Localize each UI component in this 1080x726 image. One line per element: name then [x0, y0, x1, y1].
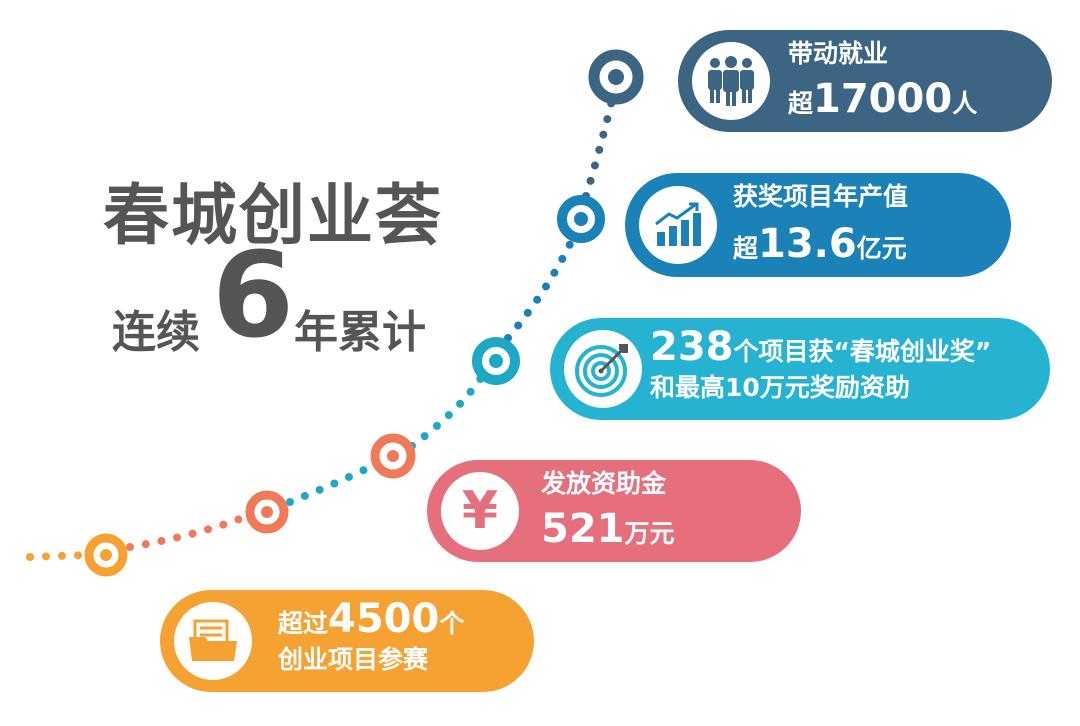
bar-chart-growth-icon: [639, 186, 717, 264]
employment-prefix: 超: [788, 89, 814, 118]
projects-number: 4500: [328, 596, 440, 642]
timeline-node-1: [84, 533, 128, 577]
employment-label: 带动就业: [788, 39, 889, 68]
projects-prefix: 超过: [278, 609, 329, 638]
award-line2-suffix: 万元奖励资助: [759, 373, 910, 402]
stat-employment: 带动就业 超17000人: [678, 30, 1052, 132]
headline-title: 春城创业荟: [103, 177, 443, 254]
employment-value: 超17000人: [788, 76, 977, 122]
timeline-node-5: [557, 195, 605, 243]
award-number: 238: [650, 324, 734, 370]
projects-line1: 超过4500个: [278, 596, 464, 642]
employment-number: 17000: [813, 76, 953, 122]
projects-unit: 个: [439, 609, 465, 638]
funding-label: 发放资助金: [541, 469, 667, 498]
timeline-node-2: [245, 490, 289, 534]
projects-line2: 创业项目参赛: [278, 645, 429, 674]
folder-icon: [174, 602, 252, 680]
stat-funding: ¥ 发放资助金 521万元: [427, 460, 801, 562]
stat-projects: 超过4500个 创业项目参赛: [160, 590, 534, 692]
output-value: 超13.6亿元: [733, 221, 907, 267]
funding-value: 521万元: [541, 506, 675, 552]
people-group-icon: [692, 42, 770, 120]
output-label: 获奖项目年产值: [733, 182, 909, 211]
stat-output: 获奖项目年产值 超13.6亿元: [625, 173, 1011, 277]
funding-unit: 万元: [624, 519, 675, 548]
timeline-dots: [26, 96, 616, 561]
employment-unit: 人: [952, 89, 978, 118]
headline-suffix: 年累计: [294, 307, 426, 358]
award-amount: 10: [725, 373, 760, 402]
output-unit: 亿元: [856, 234, 907, 263]
headline-prefix: 连续: [112, 307, 200, 358]
award-line2: 和最高10万元奖励资助: [650, 373, 910, 403]
timeline-node-3: [370, 433, 416, 479]
target-icon: [564, 330, 642, 408]
timeline-node-6: [588, 49, 644, 105]
award-line2-prefix: 和最高: [650, 373, 726, 402]
timeline-node-4: [472, 337, 520, 385]
yuan-icon: ¥: [441, 472, 519, 550]
output-number: 13.6: [758, 221, 857, 267]
output-prefix: 超: [733, 234, 759, 263]
stat-award: 238个项目获“春城创业奖” 和最高10万元奖励资助: [550, 318, 1050, 420]
award-text: 个项目获“春城创业奖”: [733, 337, 992, 366]
award-line1: 238个项目获“春城创业奖”: [650, 324, 991, 370]
funding-number: 521: [541, 506, 625, 552]
headline-years: 6: [212, 226, 295, 364]
